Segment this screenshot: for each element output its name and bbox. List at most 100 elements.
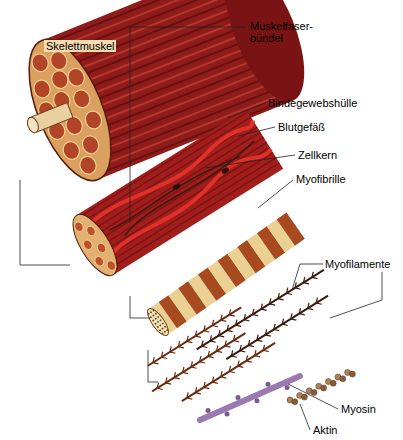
bundle-section — [65, 66, 87, 89]
myosin-head — [236, 395, 241, 400]
filament-branch — [308, 306, 314, 312]
muscle-fiber-bundle — [65, 109, 284, 282]
actin-bead — [311, 390, 317, 396]
filament-branch — [219, 334, 225, 340]
filament-branch — [248, 343, 254, 349]
bundle-section — [48, 49, 70, 72]
filament-branch — [229, 350, 235, 356]
filament-branch — [195, 391, 201, 397]
myosin-head — [255, 398, 260, 403]
leader-line — [330, 300, 382, 318]
filament-branch — [221, 375, 227, 381]
filament-branch — [255, 335, 261, 341]
part-label: Zellkern — [298, 149, 337, 161]
connective-tissue — [109, 151, 240, 236]
bundle-stripe — [91, 132, 261, 238]
filament-branch — [202, 382, 208, 388]
filament-branch — [282, 322, 288, 328]
filament-branch — [212, 380, 218, 386]
myosin-head — [206, 408, 211, 413]
filament-branch — [157, 386, 163, 392]
myofilament — [148, 307, 241, 365]
filament-end — [150, 311, 153, 314]
filament-branch — [238, 345, 244, 351]
connective-tissue — [118, 141, 260, 236]
filament-end — [157, 326, 160, 329]
bundle-section — [77, 154, 99, 177]
part-label: Myofilamente — [325, 258, 390, 270]
filament-branch — [200, 341, 206, 347]
filament-branch — [183, 370, 189, 376]
filament-end — [154, 322, 157, 325]
leader-lines — [20, 27, 382, 430]
myofibril-filament-ends — [147, 309, 168, 335]
actin-bead — [330, 380, 336, 386]
filament-branch — [225, 344, 231, 350]
filament-branch — [187, 339, 193, 345]
filament-branch — [221, 318, 227, 324]
leader-line — [130, 27, 246, 222]
muscle-cut-end — [12, 28, 128, 191]
part-label: Blutgefäß — [278, 121, 325, 133]
filament-end — [164, 331, 167, 334]
myosin-rod — [200, 376, 300, 420]
filament-branch — [204, 385, 210, 391]
filament-branch — [174, 375, 180, 381]
filament-branch — [166, 381, 172, 387]
myofibril-end — [144, 305, 172, 338]
filament-branch — [301, 277, 307, 283]
filament-end — [159, 319, 162, 322]
filament-branch — [261, 345, 267, 351]
muscle-far-end — [209, 0, 321, 112]
filament-branch — [240, 349, 246, 355]
filament-branch — [299, 311, 305, 317]
filament-branch — [274, 327, 280, 333]
filament-branch — [234, 338, 240, 344]
filament-branch — [197, 356, 203, 362]
filament-branch — [202, 325, 208, 331]
filament-branch — [206, 351, 212, 357]
actin-bead — [321, 385, 327, 391]
filament-branch — [287, 291, 293, 297]
filament-end — [150, 316, 153, 319]
myofilaments — [137, 256, 345, 415]
myosin-head — [266, 382, 271, 387]
filament-branch — [231, 335, 237, 341]
bundle-section — [80, 133, 102, 156]
filament-branch — [244, 355, 250, 361]
filament-branch — [225, 325, 231, 331]
filament-branch — [255, 353, 261, 359]
leader-line — [258, 180, 293, 208]
filament-branch — [168, 346, 174, 352]
cell-nucleus — [221, 166, 230, 174]
myosin-head — [285, 385, 290, 390]
bundle-section — [71, 87, 93, 110]
filament-branch — [185, 336, 191, 342]
filament-branch — [202, 344, 208, 350]
filament-branch — [193, 331, 199, 337]
bundle-stripe — [94, 137, 264, 243]
filament-branch — [261, 307, 267, 313]
filament-branch — [185, 392, 191, 398]
filament-branch — [189, 362, 195, 368]
filament-branch — [246, 340, 252, 346]
filament-end — [152, 319, 155, 322]
filament-branch — [159, 352, 165, 358]
filament-branch — [193, 387, 199, 393]
filament-branch — [151, 357, 157, 363]
myofilament — [226, 296, 328, 360]
filament-end — [157, 316, 160, 319]
filament-branch — [242, 314, 248, 320]
filament-branch — [253, 312, 259, 318]
filament-end — [147, 313, 150, 316]
bundle-section — [49, 68, 71, 91]
fiber-section — [82, 238, 94, 251]
filament-branch — [227, 328, 233, 334]
filament-branch — [259, 304, 265, 310]
filament-end — [159, 329, 162, 332]
filament-branch — [289, 313, 295, 319]
part-label: Myosin — [341, 403, 376, 415]
filament-branch — [229, 313, 235, 319]
filament-branch — [246, 359, 252, 365]
